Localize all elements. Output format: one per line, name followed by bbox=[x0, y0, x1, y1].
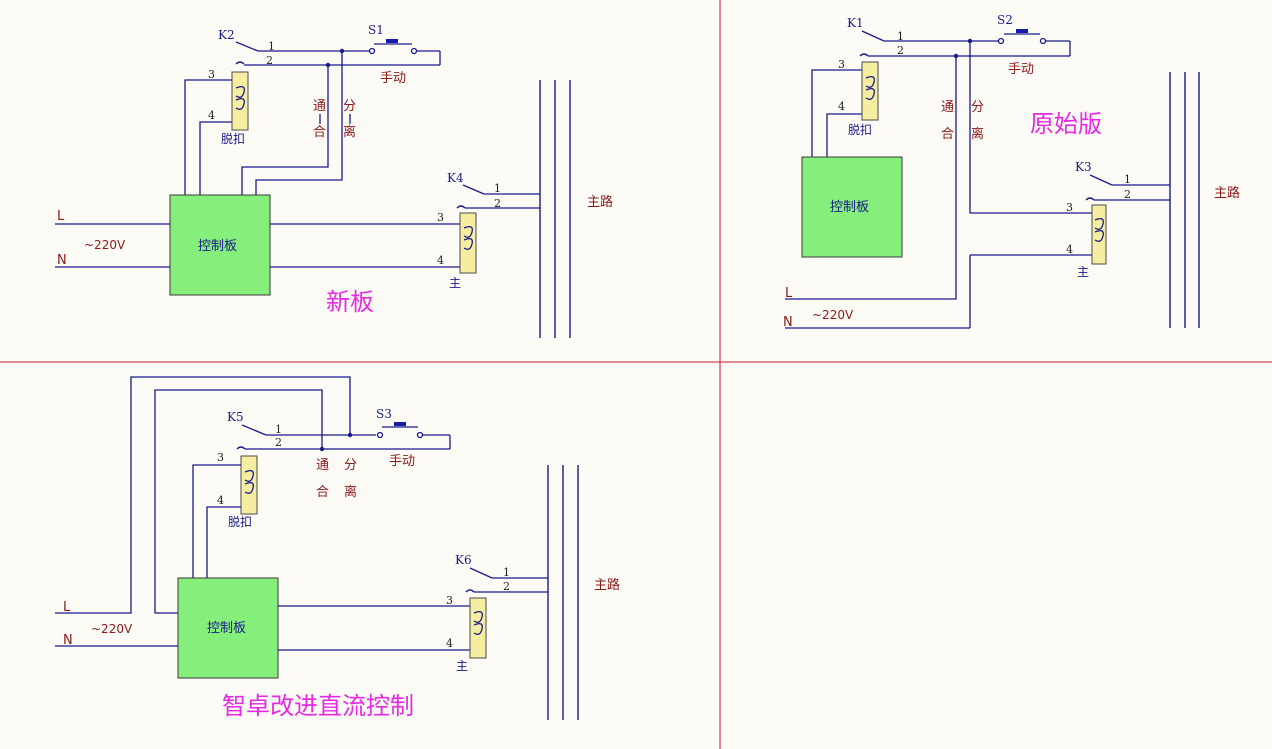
svg-text:3: 3 bbox=[208, 68, 215, 81]
svg-text:2: 2 bbox=[503, 580, 510, 593]
svg-text:K1: K1 bbox=[847, 16, 864, 30]
svg-text:K4: K4 bbox=[447, 171, 464, 185]
svg-text:1: 1 bbox=[897, 30, 904, 43]
svg-text:3: 3 bbox=[437, 211, 444, 224]
diagram-dc: K5 1 2 S3 手动 通 合 分 离 3 4 脱扣 控制板 L N ~220 bbox=[55, 376, 620, 720]
svg-text:分: 分 bbox=[343, 99, 356, 114]
svg-text:4: 4 bbox=[446, 637, 453, 650]
svg-text:脱扣: 脱扣 bbox=[221, 131, 245, 146]
svg-text:2: 2 bbox=[1124, 188, 1131, 201]
svg-text:K6: K6 bbox=[455, 553, 472, 567]
svg-text:~220V: ~220V bbox=[91, 622, 133, 636]
trip-coil bbox=[231, 71, 249, 131]
svg-text:1: 1 bbox=[1124, 173, 1131, 186]
svg-text:S3: S3 bbox=[376, 407, 392, 421]
control-board bbox=[169, 194, 271, 296]
svg-text:通: 通 bbox=[313, 99, 326, 114]
svg-text:N: N bbox=[57, 253, 67, 268]
svg-text:合: 合 bbox=[941, 127, 954, 142]
svg-text:主路: 主路 bbox=[587, 194, 613, 210]
svg-text:主: 主 bbox=[449, 276, 461, 290]
svg-text:4: 4 bbox=[208, 109, 215, 122]
svg-text:S2: S2 bbox=[997, 13, 1013, 27]
svg-text:手动: 手动 bbox=[389, 454, 415, 469]
pushbutton-icon bbox=[394, 422, 406, 426]
diagram-title: 智卓改进直流控制 bbox=[222, 692, 414, 720]
svg-text:L: L bbox=[57, 209, 65, 224]
svg-text:N: N bbox=[63, 633, 73, 648]
svg-text:控制板: 控制板 bbox=[207, 621, 246, 636]
main-coil bbox=[469, 597, 487, 659]
svg-text:通: 通 bbox=[316, 458, 329, 473]
svg-text:3: 3 bbox=[446, 594, 453, 607]
svg-text:~220V: ~220V bbox=[812, 308, 854, 322]
svg-text:手动: 手动 bbox=[380, 71, 406, 86]
svg-text:控制板: 控制板 bbox=[198, 239, 237, 254]
svg-text:3: 3 bbox=[217, 451, 224, 464]
svg-text:2: 2 bbox=[266, 54, 273, 67]
svg-text:~220V: ~220V bbox=[84, 238, 126, 252]
switch-label: S1 bbox=[368, 23, 384, 37]
diagram-new: K2 1 2 S1 手动 通 合 分 离 3 4 脱扣 bbox=[55, 23, 613, 338]
svg-text:分: 分 bbox=[344, 458, 357, 473]
control-board bbox=[177, 577, 279, 679]
svg-text:离: 离 bbox=[343, 124, 356, 140]
svg-text:K3: K3 bbox=[1075, 160, 1092, 174]
svg-text:主: 主 bbox=[456, 659, 468, 673]
diagram-title: 新板 bbox=[326, 288, 374, 316]
trip-coil bbox=[861, 61, 879, 121]
svg-text:1: 1 bbox=[268, 40, 275, 53]
svg-text:合: 合 bbox=[316, 485, 329, 500]
svg-text:1: 1 bbox=[503, 566, 510, 579]
svg-text:4: 4 bbox=[838, 100, 845, 113]
svg-text:4: 4 bbox=[217, 494, 224, 507]
svg-text:分: 分 bbox=[971, 100, 984, 115]
svg-text:L: L bbox=[63, 600, 71, 615]
diagram-original: K1 1 2 S2 手动 通 合 分 离 3 4 脱扣 控制板 L bbox=[783, 13, 1240, 330]
svg-text:1: 1 bbox=[275, 423, 282, 436]
control-board bbox=[801, 156, 903, 258]
svg-text:合: 合 bbox=[313, 125, 326, 140]
svg-text:4: 4 bbox=[1066, 243, 1073, 256]
trip-coil bbox=[240, 455, 258, 515]
svg-text:1: 1 bbox=[494, 182, 501, 195]
svg-text:N: N bbox=[783, 315, 793, 330]
main-coil bbox=[459, 212, 477, 274]
relay-label: K2 bbox=[218, 28, 235, 42]
svg-text:通: 通 bbox=[941, 100, 954, 115]
svg-text:主路: 主路 bbox=[594, 577, 620, 593]
pushbutton-icon bbox=[386, 39, 398, 43]
svg-text:手动: 手动 bbox=[1008, 62, 1034, 77]
svg-text:控制板: 控制板 bbox=[830, 200, 869, 215]
svg-text:脱扣: 脱扣 bbox=[848, 122, 872, 137]
svg-text:离: 离 bbox=[344, 484, 357, 500]
svg-text:脱扣: 脱扣 bbox=[228, 514, 252, 529]
svg-text:2: 2 bbox=[494, 197, 501, 210]
svg-text:3: 3 bbox=[838, 58, 845, 71]
svg-text:2: 2 bbox=[275, 436, 282, 449]
svg-text:主: 主 bbox=[1077, 265, 1089, 279]
diagram-title: 原始版 bbox=[1030, 110, 1102, 138]
svg-text:离: 离 bbox=[971, 126, 984, 142]
svg-text:K5: K5 bbox=[227, 410, 244, 424]
svg-text:4: 4 bbox=[437, 254, 444, 267]
svg-text:L: L bbox=[785, 286, 793, 301]
svg-text:主路: 主路 bbox=[1214, 185, 1240, 201]
svg-text:3: 3 bbox=[1066, 201, 1073, 214]
svg-text:2: 2 bbox=[897, 44, 904, 57]
pushbutton-icon bbox=[1016, 29, 1028, 33]
